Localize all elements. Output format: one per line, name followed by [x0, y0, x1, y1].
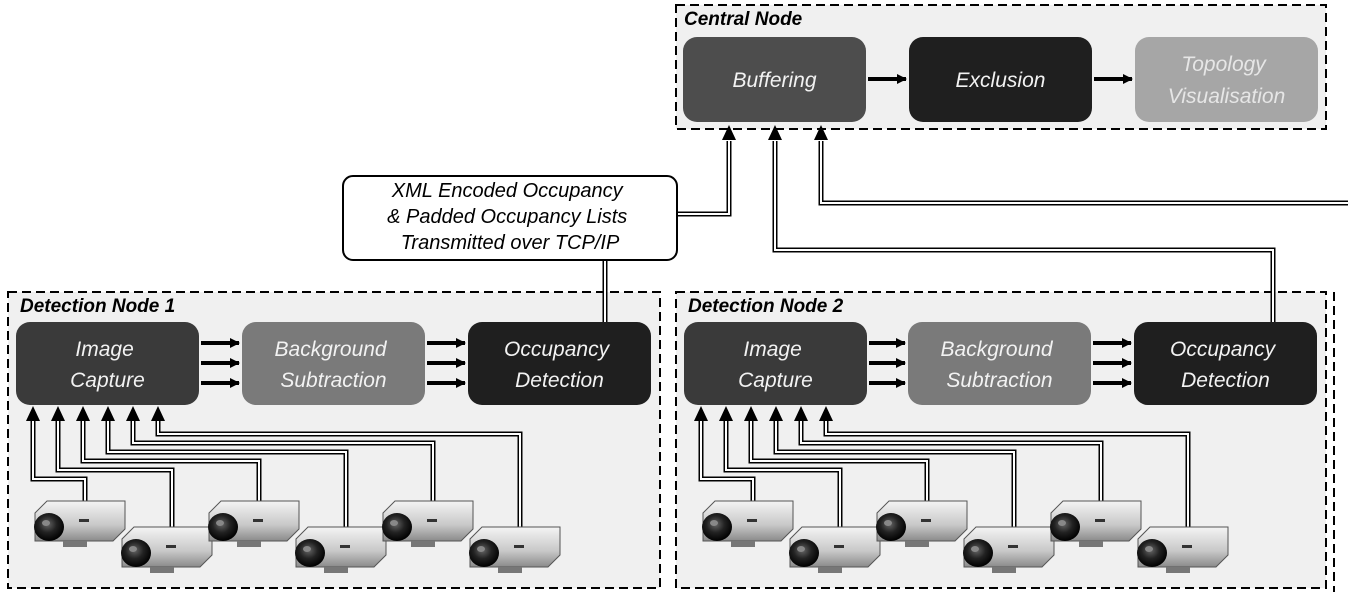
- image-capture-label-2: Image Capture: [738, 338, 813, 392]
- central-node: Central Node Buffering Exclusion Topolog…: [675, 4, 1327, 130]
- detection-node-1: Detection Node 1 Image Capture Backgroun…: [7, 291, 661, 589]
- detection-node-2-title: Detection Node 2: [688, 296, 844, 317]
- callout-text: XML Encoded Occupancy & Padded Occupancy…: [387, 180, 633, 254]
- camera-icon: [876, 500, 968, 547]
- camera-array-2: [702, 500, 1229, 573]
- transmission-callout: XML Encoded Occupancy & Padded Occupancy…: [342, 175, 678, 261]
- callout-box: [342, 175, 678, 261]
- camera-icon: [702, 500, 794, 547]
- background-subtraction-stage-1: [242, 322, 425, 405]
- occupancy-detection-label-1: Occupancy Detection: [504, 338, 615, 392]
- camera-cable-4: [101, 406, 349, 527]
- camera-icon: [789, 526, 881, 573]
- exclusion-stage-label: Exclusion: [956, 69, 1046, 92]
- camera-cable-1: [26, 406, 88, 501]
- central-node-title: Central Node: [684, 9, 803, 30]
- camera-icon: [34, 500, 126, 547]
- camera-cable-2: [51, 406, 175, 527]
- background-subtraction-label-2: Background Subtraction: [941, 338, 1059, 392]
- camera-icon: [469, 526, 561, 573]
- camera-cable-6: [819, 406, 1191, 527]
- camera-cable-3: [744, 406, 930, 501]
- occupancy-detection-label-2: Occupancy Detection: [1170, 338, 1281, 392]
- camera-icon: [382, 500, 474, 547]
- camera-cable-3: [76, 406, 262, 501]
- camera-cable-2: [719, 406, 843, 527]
- camera-cable-5: [794, 406, 1104, 501]
- camera-cable-1: [694, 406, 756, 501]
- camera-links-2: [694, 406, 1191, 527]
- image-capture-stage-2: [684, 322, 867, 405]
- background-subtraction-label-1: Background Subtraction: [275, 338, 393, 392]
- link-node-3-to-buffering: [814, 125, 1348, 206]
- camera-cable-6: [151, 406, 523, 527]
- camera-array-1: [34, 500, 561, 573]
- exclusion-stage: [909, 37, 1092, 122]
- topology-visualisation-label: Topology Visualisation: [1168, 53, 1286, 108]
- camera-icon: [1050, 500, 1142, 547]
- topology-visualisation-stage: [1135, 37, 1318, 122]
- image-capture-label-1: Image Capture: [70, 338, 145, 392]
- occupancy-detection-stage-2: [1134, 322, 1317, 405]
- occupancy-detection-stage-1: [468, 322, 651, 405]
- buffering-stage-label: Buffering: [732, 69, 816, 92]
- triple-arrows-subtraction-to-detection-1: [427, 338, 466, 388]
- camera-cable-5: [126, 406, 436, 501]
- camera-icon: [295, 526, 387, 573]
- triple-arrows-capture-to-subtraction-1: [201, 338, 240, 388]
- camera-cable-4: [769, 406, 1017, 527]
- image-capture-stage-1: [16, 322, 199, 405]
- camera-icon: [121, 526, 213, 573]
- link-node-2-to-buffering: [768, 125, 1276, 322]
- triple-arrows-capture-to-subtraction-2: [869, 338, 906, 388]
- background-subtraction-stage-2: [908, 322, 1091, 405]
- camera-icon: [963, 526, 1055, 573]
- detection-node-2: Detection Node 2 Image Capture Backgroun…: [675, 291, 1327, 589]
- detection-node-1-title: Detection Node 1: [20, 296, 175, 317]
- buffering-stage: [683, 37, 866, 122]
- camera-links-1: [26, 406, 523, 527]
- camera-icon: [208, 500, 300, 547]
- triple-arrows-subtraction-to-detection-2: [1093, 338, 1132, 388]
- camera-icon: [1137, 526, 1229, 573]
